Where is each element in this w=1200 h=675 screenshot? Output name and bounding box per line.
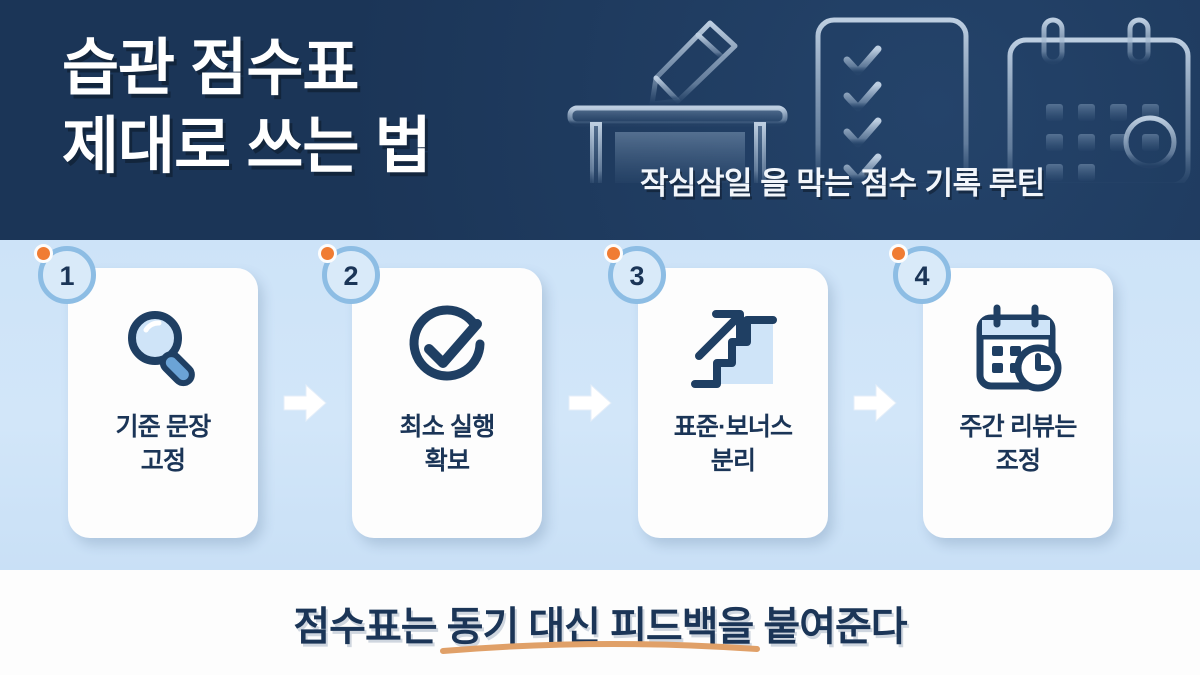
- calendar-clock-icon: [923, 298, 1113, 398]
- step-card-1[interactable]: 1 기준 문장 고정: [34, 244, 258, 538]
- step-label-1-line1: 기준 문장: [115, 413, 212, 441]
- step-label-3-line2: 분리: [710, 447, 756, 475]
- title-line-2: 제대로 쓰는 법: [62, 112, 432, 181]
- step-card-2[interactable]: 2 최소 실행 확보: [318, 244, 542, 538]
- step-number-3: 3: [629, 260, 645, 291]
- footer-caption-wrapper: 점수표는 동기 대신 피드백을 붙여준다: [0, 570, 1200, 675]
- step-label-2-line1: 최소 실행: [399, 413, 496, 441]
- step-badge-4: 4: [889, 244, 951, 304]
- calendar-icon: [1007, 17, 1191, 183]
- header-banner: 습관 점수표 제대로 쓰는 법 작심삼일 을 막는 점수 기록 루틴: [0, 0, 1200, 240]
- step-label-1: 기준 문장 고정: [68, 410, 258, 478]
- step-number-4: 4: [914, 260, 930, 291]
- step-card-3[interactable]: 3 표준·보너스 분리: [604, 244, 828, 538]
- footer-band: 점수표는 동기 대신 피드백을 붙여준다: [0, 570, 1200, 675]
- pencil-icon: [649, 20, 738, 107]
- step-label-2-line2: 확보: [424, 447, 470, 475]
- step-number-2: 2: [343, 260, 359, 291]
- title-line-1: 습관 점수표: [62, 34, 359, 103]
- subtitle: 작심삼일 을 막는 점수 기록 루틴: [640, 166, 1045, 201]
- step-label-3: 표준·보너스 분리: [638, 410, 828, 478]
- arrow-right-icon-3: [852, 382, 898, 424]
- arrow-right-icon-2: [567, 382, 613, 424]
- step-label-4-line1: 주간 리뷰는: [959, 413, 1077, 441]
- step-number-1: 1: [59, 260, 75, 291]
- badge-dot-icon: [34, 244, 53, 263]
- badge-dot-icon: [318, 244, 337, 263]
- steps-container: 1 기준 문장 고정: [0, 240, 1200, 570]
- step-label-3-line1: 표준·보너스: [673, 413, 793, 441]
- step-label-1-line2: 고정: [140, 447, 186, 475]
- checklist-icon: [815, 17, 969, 183]
- stairs-up-arrow-icon: [638, 298, 828, 398]
- step-badge-2: 2: [318, 244, 380, 304]
- step-badge-3: 3: [604, 244, 666, 304]
- check-circle-icon: [352, 298, 542, 398]
- header-illustration: [567, 17, 1191, 183]
- page-title: 습관 점수표 제대로 쓰는 법: [62, 30, 602, 186]
- caption-underline: [440, 640, 760, 654]
- step-label-4-line2: 조정: [995, 447, 1041, 475]
- magnifier-icon: [68, 298, 258, 398]
- badge-dot-icon: [889, 244, 908, 263]
- step-badge-1: 1: [34, 244, 96, 304]
- step-card-4[interactable]: 4: [889, 244, 1113, 538]
- step-label-4: 주간 리뷰는 조정: [923, 410, 1113, 478]
- desk-icon: [567, 105, 788, 183]
- badge-dot-icon: [604, 244, 623, 263]
- step-label-2: 최소 실행 확보: [352, 410, 542, 478]
- steps-band: 1 기준 문장 고정: [0, 240, 1200, 570]
- arrow-right-icon-1: [282, 382, 328, 424]
